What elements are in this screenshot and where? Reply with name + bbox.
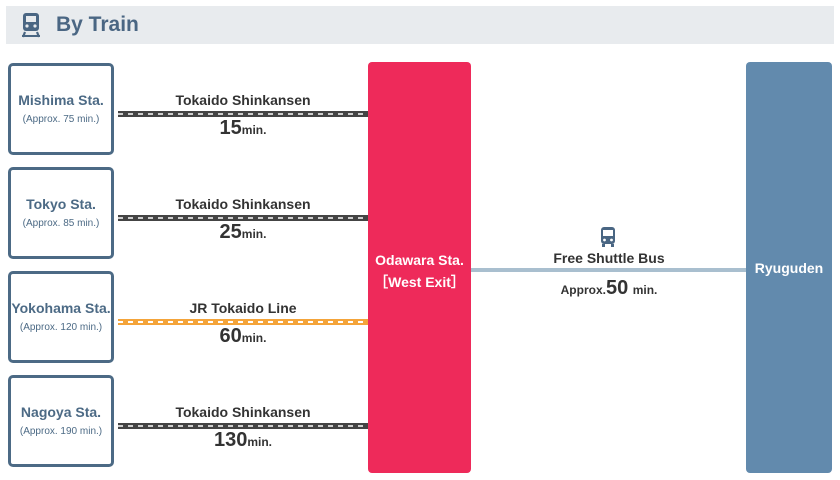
station-name: Mishima Sta. (18, 92, 104, 108)
section-title: By Train (56, 13, 139, 36)
shuttle-bus-line (471, 268, 746, 272)
train-track (118, 215, 368, 221)
shuttle-duration-prefix: Approx. (560, 283, 606, 297)
line-label: Tokaido Shinkansen (175, 196, 311, 212)
route-duration: 25min. (118, 221, 368, 244)
shuttle-bus-label: Free Shuttle Bus (553, 250, 665, 266)
station-name: Tokyo Sta. (26, 196, 96, 212)
line-label: Tokaido Shinkansen (175, 92, 311, 108)
shuttle-duration: Approx.50 min. (520, 277, 698, 300)
duration-unit: min. (241, 123, 267, 137)
duration-unit: min. (247, 435, 273, 449)
station-box-nagoya: Nagoya Sta. (Approx. 190 min.) (8, 375, 114, 467)
duration-number: 15 (219, 117, 242, 139)
duration-number: 60 (219, 325, 242, 347)
route-duration: 130min. (118, 429, 368, 452)
station-name: Nagoya Sta. (20, 404, 102, 420)
train-track (118, 423, 368, 429)
hub-exit-label: ［West Exit］ (374, 274, 465, 290)
shuttle-duration-number: 50 (605, 277, 629, 299)
ryuguden-destination-block: Ryuguden (746, 62, 832, 473)
route-duration: 15min. (118, 117, 368, 140)
line-label: JR Tokaido Line (189, 300, 297, 316)
station-approx-time: (Approx. 85 min.) (22, 218, 100, 229)
station-box-mishima: Mishima Sta. (Approx. 75 min.) (8, 63, 114, 155)
duration-number: 130 (213, 429, 248, 451)
route-duration: 60min. (118, 325, 368, 348)
station-approx-time: (Approx. 190 min.) (19, 426, 103, 437)
station-name: Yokohama Sta. (11, 300, 111, 316)
station-box-yokohama: Yokohama Sta. (Approx. 120 min.) (8, 271, 114, 363)
hub-station-name: Odawara Sta. (375, 252, 464, 268)
bus-icon (601, 227, 615, 247)
station-box-tokyo: Tokyo Sta. (Approx. 85 min.) (8, 167, 114, 259)
duration-unit: min. (241, 227, 267, 241)
duration-number: 25 (219, 221, 242, 243)
section-header: By Train (6, 6, 834, 44)
station-approx-time: (Approx. 75 min.) (22, 114, 100, 125)
duration-unit: min. (241, 331, 267, 345)
station-approx-time: (Approx. 120 min.) (19, 322, 103, 333)
train-track (118, 111, 368, 117)
train-icon (21, 13, 41, 38)
shuttle-duration-unit: min. (632, 283, 658, 297)
destination-name: Ryuguden (754, 260, 824, 276)
train-track (118, 319, 368, 325)
line-label: Tokaido Shinkansen (175, 404, 311, 420)
odawara-station-block: Odawara Sta. ［West Exit］ (368, 62, 471, 473)
